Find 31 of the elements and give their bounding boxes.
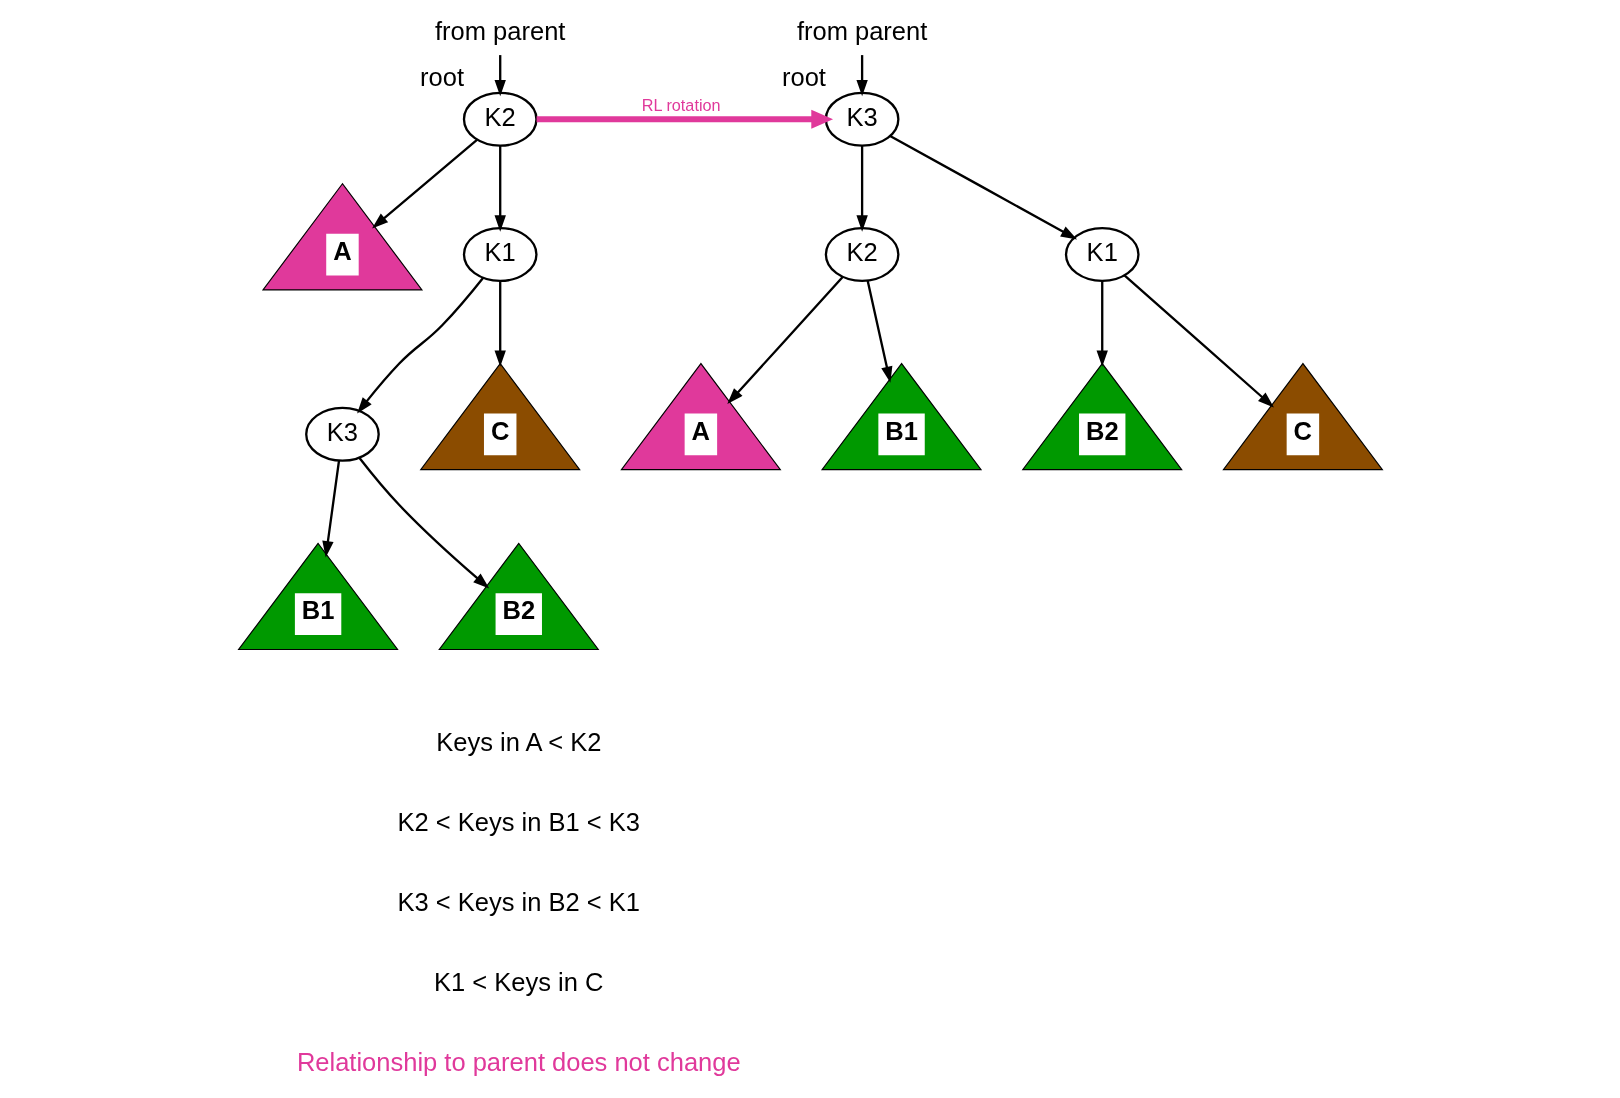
node-text: from parent	[434, 17, 565, 46]
label: K1 < Keys in C	[433, 967, 603, 996]
edge-label: RL rotation	[641, 96, 721, 115]
arrow	[855, 145, 868, 232]
arrow	[356, 276, 484, 414]
label: K2 < Keys in B1 < K3	[397, 807, 640, 836]
arrow	[855, 55, 868, 97]
node-ellipse: K1	[462, 226, 538, 283]
arrow	[1123, 274, 1274, 408]
arrow	[726, 276, 844, 405]
node-ellipse: K2	[462, 91, 538, 147]
arrow	[866, 280, 892, 383]
arrow	[494, 145, 506, 232]
arrow	[321, 460, 340, 558]
arrow	[357, 457, 489, 589]
arrow	[371, 138, 478, 229]
node-ellipse: K3	[824, 91, 899, 147]
node-ellipse: K2	[824, 226, 899, 283]
node-text: from parent	[796, 17, 927, 46]
node-label: root	[419, 62, 464, 91]
label: Keys in A < K2	[435, 727, 601, 756]
arrow	[536, 109, 833, 129]
arrow	[494, 281, 506, 367]
label: Relationship to parent does not change	[296, 1047, 741, 1076]
arrow	[889, 134, 1077, 240]
label: K3 < Keys in B2 < K1	[397, 887, 640, 916]
node-ellipse: K1	[1064, 226, 1140, 283]
node-ellipse: K3	[304, 406, 380, 462]
arrow	[494, 55, 506, 97]
node-label: root	[781, 62, 826, 91]
arrow	[1096, 281, 1108, 367]
